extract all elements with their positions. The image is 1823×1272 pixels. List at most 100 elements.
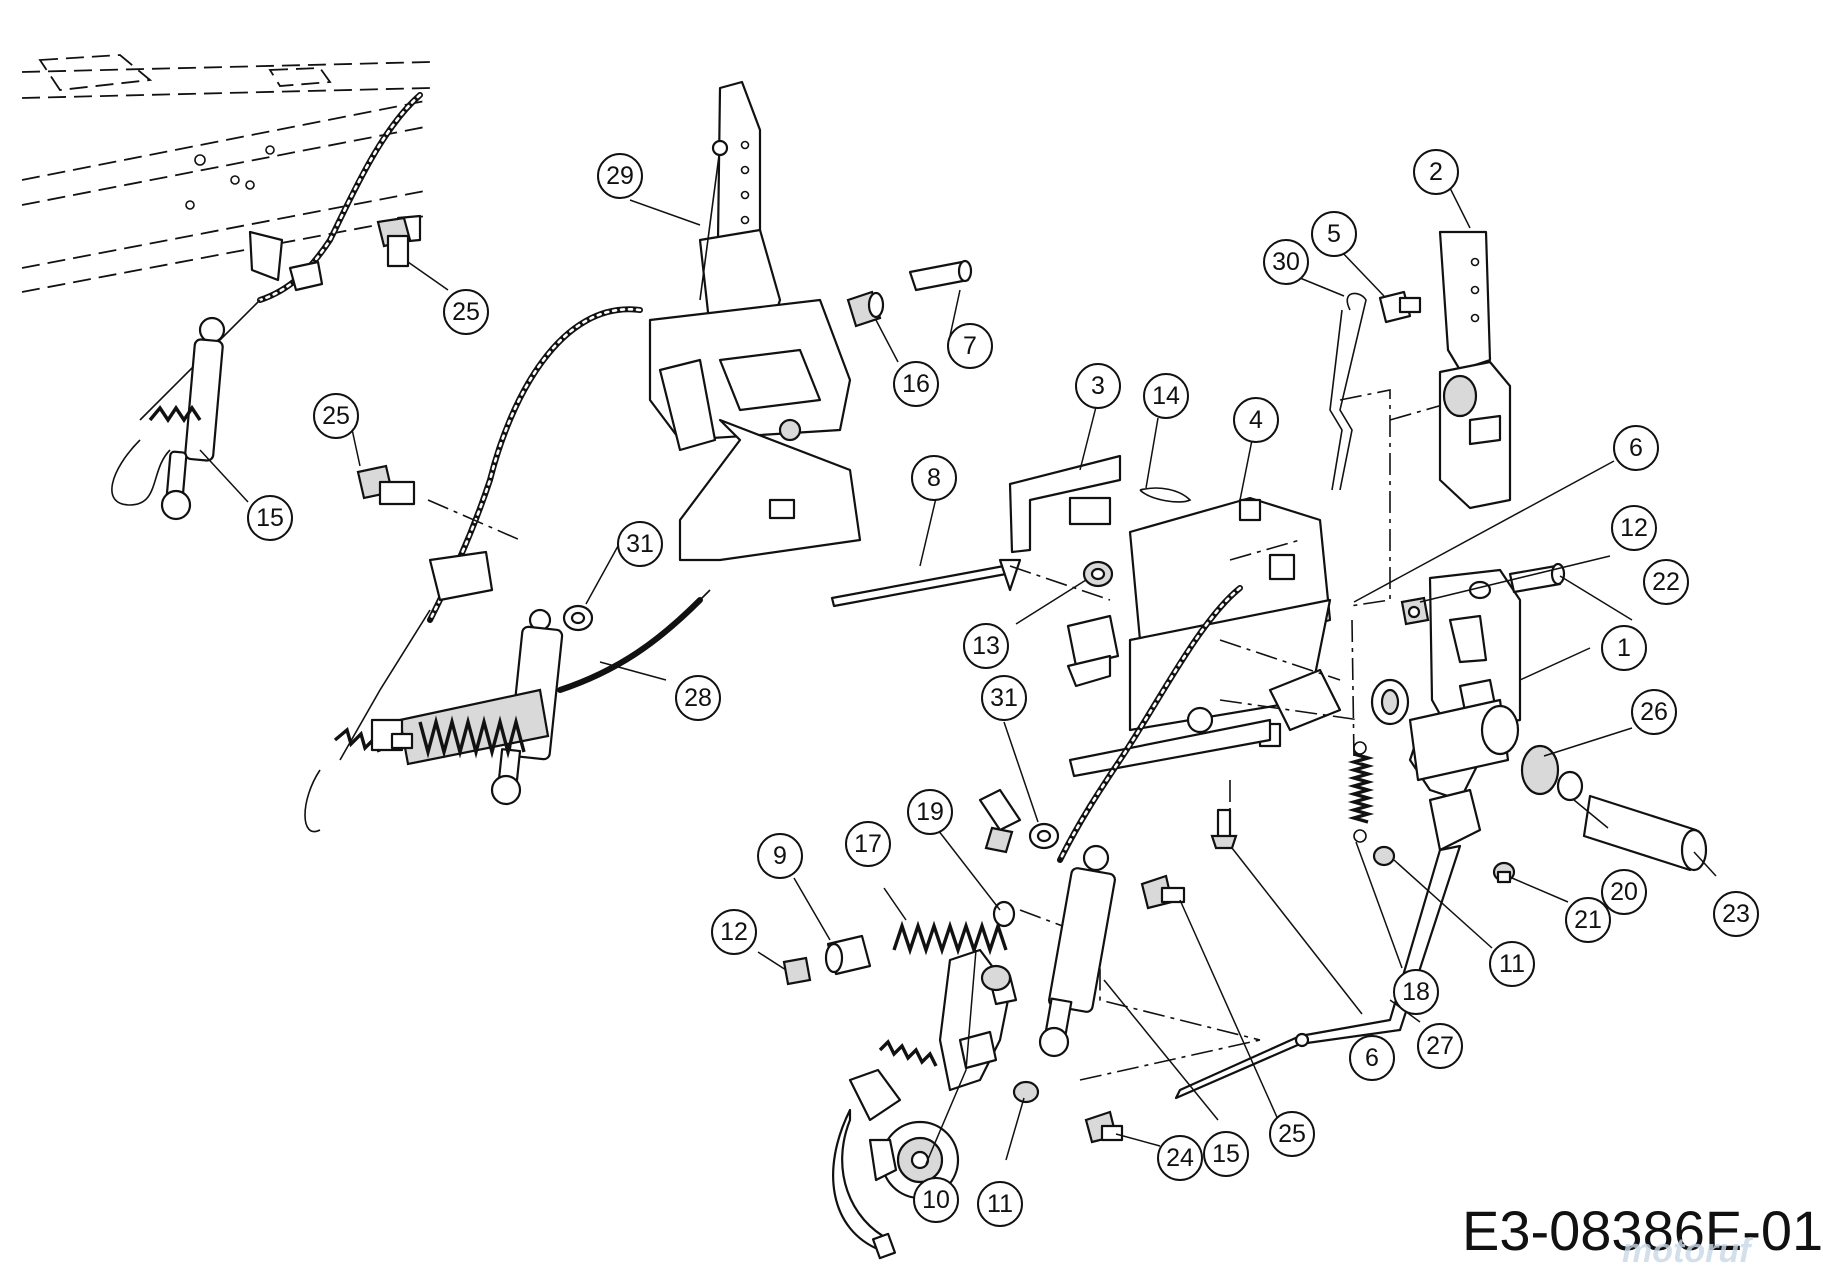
callout-9: 9 — [757, 833, 803, 879]
swivel-9 — [824, 934, 872, 976]
callout-label: 20 — [1610, 878, 1638, 906]
cable-upper-left — [139, 92, 423, 421]
pedal-lever-2 — [1438, 230, 1512, 510]
cable-center — [1057, 585, 1243, 863]
callout-label: 7 — [963, 332, 977, 360]
callout-label: 6 — [1629, 434, 1643, 462]
bolt-upper — [376, 216, 412, 268]
callout-4: 4 — [1233, 397, 1279, 443]
callout-label: 27 — [1426, 1032, 1454, 1060]
callout-label: 5 — [1327, 220, 1341, 248]
callout-16: 16 — [893, 361, 939, 407]
callout-label: 11 — [1499, 950, 1525, 978]
callout-label: 10 — [922, 1186, 950, 1214]
callout-label: 9 — [773, 842, 787, 870]
callout-15-lower: 15 — [1203, 1131, 1249, 1177]
callout-21: 21 — [1565, 897, 1611, 943]
lever-rod-27 — [1174, 844, 1462, 1100]
callout-23: 23 — [1713, 891, 1759, 937]
spring-18 — [1347, 741, 1375, 843]
callout-12-right: 12 — [1611, 505, 1657, 551]
callout-label: 23 — [1722, 900, 1750, 928]
callout-14: 14 — [1143, 373, 1189, 419]
callout-11-right: 11 — [1489, 941, 1535, 987]
callout-label: 12 — [720, 918, 748, 946]
callout-12-left: 12 — [711, 909, 757, 955]
nut-11-lower — [1012, 1080, 1040, 1104]
callout-31-left: 31 — [617, 521, 663, 567]
callout-6-lower: 6 — [1349, 1035, 1395, 1081]
pivot-hardware — [1408, 698, 1708, 872]
callout-label: 21 — [1574, 906, 1602, 934]
callout-label: 31 — [990, 684, 1018, 712]
callout-label: 18 — [1402, 978, 1430, 1006]
callouts: 15 25 29 16 7 25 31 28 8 3 14 4 13 31 30… — [247, 149, 1759, 1227]
callout-24: 24 — [1157, 1135, 1203, 1181]
callout-27: 27 — [1417, 1023, 1463, 1069]
bolt-5 — [1378, 290, 1422, 324]
callout-29: 29 — [597, 153, 643, 199]
callout-label: 2 — [1429, 158, 1443, 186]
switch-center — [1066, 614, 1120, 688]
callout-label: 28 — [684, 684, 712, 712]
callout-label: 3 — [1091, 372, 1105, 400]
callout-label: 31 — [626, 530, 654, 558]
callout-5: 5 — [1311, 211, 1357, 257]
callout-label: 16 — [902, 370, 930, 398]
callout-label: 24 — [1166, 1144, 1194, 1172]
quadrant-assembly — [832, 948, 1018, 1260]
callout-7: 7 — [947, 323, 993, 369]
rod-8 — [830, 564, 1008, 608]
spring-17 — [892, 920, 1008, 956]
callout-label: 14 — [1152, 382, 1180, 410]
callout-label: 15 — [1212, 1140, 1240, 1168]
callout-label: 26 — [1640, 698, 1668, 726]
callout-label: 6 — [1365, 1044, 1379, 1072]
bolt-lower-middle — [1140, 874, 1186, 910]
callout-label: 29 — [606, 162, 634, 190]
leader-lines — [199, 187, 1717, 1165]
callout-label: 30 — [1272, 248, 1300, 276]
watermark-logo: motoruf — [1622, 1232, 1751, 1270]
callout-1: 1 — [1601, 625, 1647, 671]
callout-8: 8 — [911, 455, 957, 501]
gas-spring-upper-left — [111, 316, 226, 521]
callout-label: 1 — [1617, 634, 1631, 662]
callout-6-upper: 6 — [1613, 425, 1659, 471]
callout-15-upper: 15 — [247, 495, 293, 541]
gas-spring-lower-center — [1038, 844, 1116, 1058]
callout-label: 12 — [1620, 514, 1648, 542]
callout-20: 20 — [1601, 869, 1647, 915]
washer-left — [562, 604, 594, 632]
bracket-assembly-4 — [1068, 496, 1342, 778]
bracket-3 — [998, 454, 1122, 592]
callout-31-center: 31 — [981, 675, 1027, 721]
callout-13: 13 — [963, 623, 1009, 669]
callout-label: 8 — [927, 464, 941, 492]
callout-26: 26 — [1631, 689, 1677, 735]
chassis-frame — [21, 54, 431, 293]
callout-label: 15 — [256, 504, 284, 532]
bushing-right — [1370, 678, 1410, 726]
callout-10: 10 — [913, 1177, 959, 1223]
nut-12-left — [782, 956, 812, 986]
screw-24 — [1084, 1110, 1124, 1144]
callout-label: 19 — [916, 798, 944, 826]
cable-clip-center — [978, 788, 1022, 854]
bolt-left-middle — [356, 464, 416, 506]
pedal-assembly-left — [648, 80, 862, 562]
callout-28: 28 — [675, 675, 721, 721]
pin-and-bushing — [846, 259, 973, 328]
callout-22: 22 — [1643, 559, 1689, 605]
callout-25-lower: 25 — [1269, 1111, 1315, 1157]
cable-left-main — [304, 306, 643, 833]
gas-spring-lower-left — [370, 589, 711, 806]
clip-14 — [1139, 487, 1192, 503]
callout-label: 25 — [1278, 1120, 1306, 1148]
callout-11-lower: 11 — [977, 1181, 1023, 1227]
callout-label: 22 — [1652, 568, 1680, 596]
washer-center — [1028, 822, 1060, 850]
washer-13 — [1082, 560, 1114, 588]
callout-18: 18 — [1393, 969, 1439, 1015]
